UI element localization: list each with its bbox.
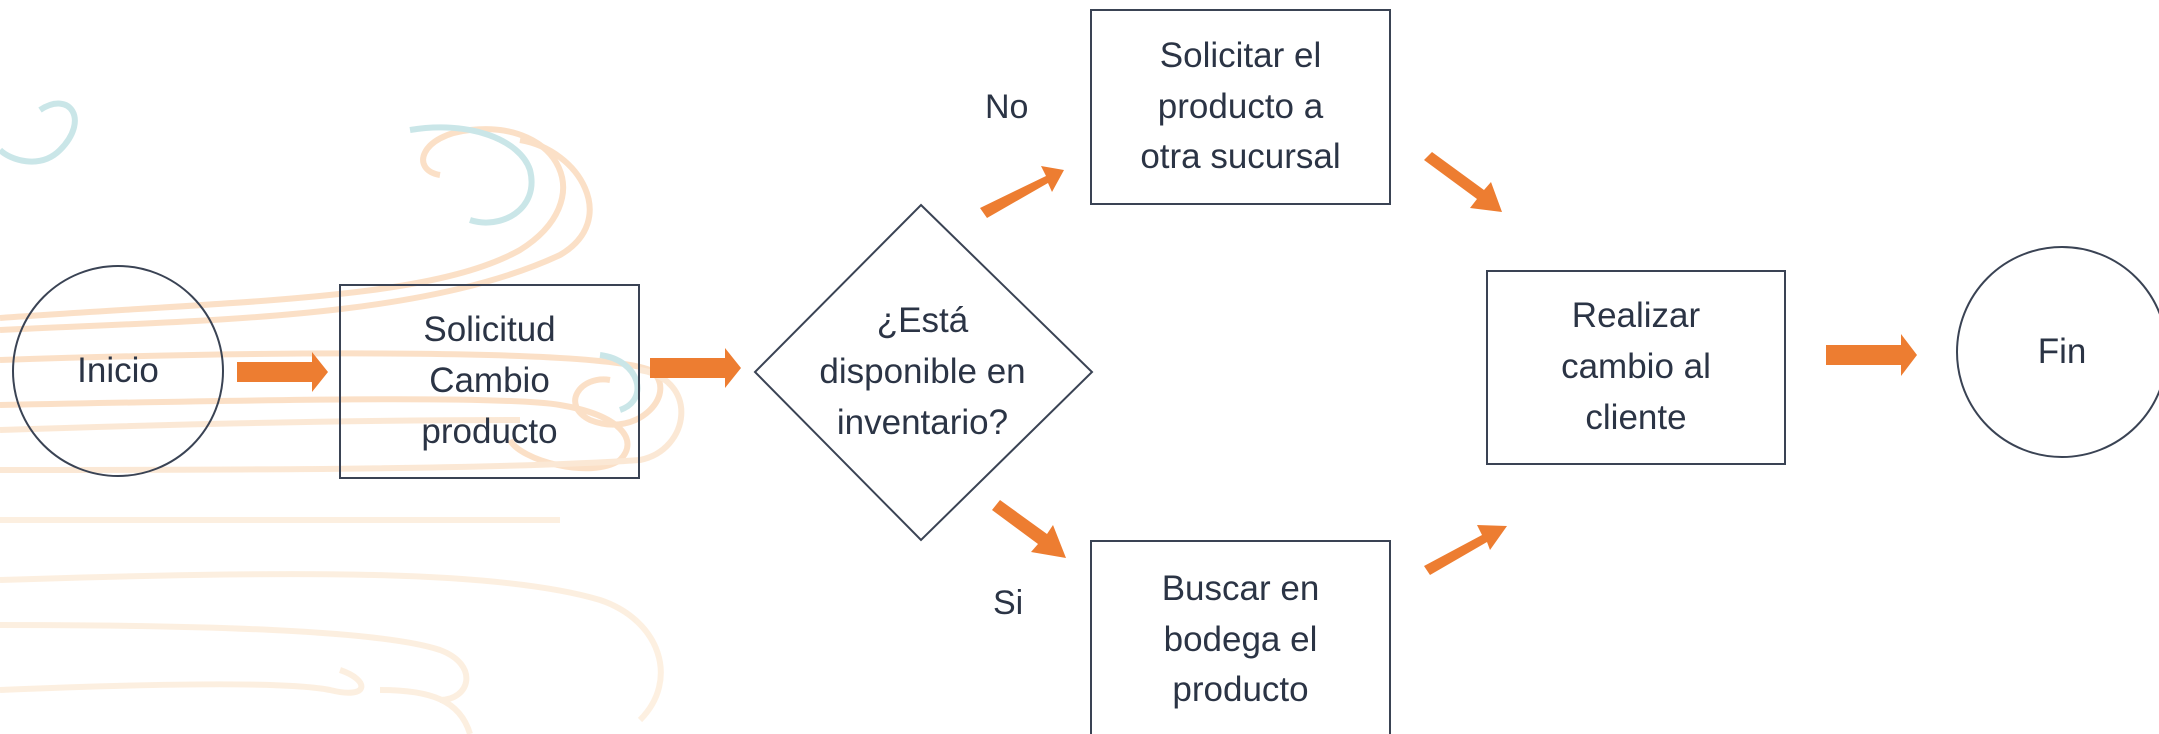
decision-label: ¿Está disponible en inventario? (819, 301, 1026, 442)
arrow-decision-to-other-branch (980, 166, 1064, 218)
arrow-other-branch-to-exchange (1424, 152, 1502, 212)
branch-yes-label: Si (993, 584, 1024, 622)
arrow-decision-to-warehouse (992, 500, 1066, 558)
decor-line (599, 352, 641, 413)
arrow-request-to-decision (650, 348, 741, 388)
request-node: Solicitud Cambio producto (339, 284, 640, 479)
decor-line (379, 687, 473, 734)
exchange-node: Realizar cambio al cliente (1486, 270, 1786, 465)
decor-line (0, 367, 685, 473)
start-label: Inicio (77, 350, 159, 390)
end-label: Fin (2037, 331, 2087, 371)
warehouse-label: Buscar en bodega el producto (1161, 568, 1320, 710)
decision-diamond (753, 203, 1094, 542)
end-node: Fin (1956, 246, 2159, 458)
arrow-warehouse-to-exchange (1424, 525, 1507, 575)
start-node: Inicio (12, 265, 224, 477)
arrow-start-to-request (237, 352, 328, 392)
decor-line (0, 622, 470, 703)
warehouse-node: Buscar en bodega el producto (1090, 540, 1391, 734)
decor-line (0, 100, 78, 165)
decor-line (409, 124, 535, 226)
arrow-exchange-to-end (1826, 334, 1917, 376)
decor-line (0, 667, 365, 696)
other-branch-node: Solicitar el producto a otra sucursal (1090, 9, 1391, 205)
request-label: Solicitud Cambio producto (421, 310, 558, 451)
decor-line (0, 396, 631, 472)
other-branch-label: Solicitar el producto a otra sucursal (1140, 35, 1341, 177)
decor-line (0, 126, 566, 321)
decor-line (0, 571, 664, 723)
branch-no-label: No (985, 88, 1029, 126)
exchange-label: Realizar cambio al cliente (1561, 296, 1711, 437)
